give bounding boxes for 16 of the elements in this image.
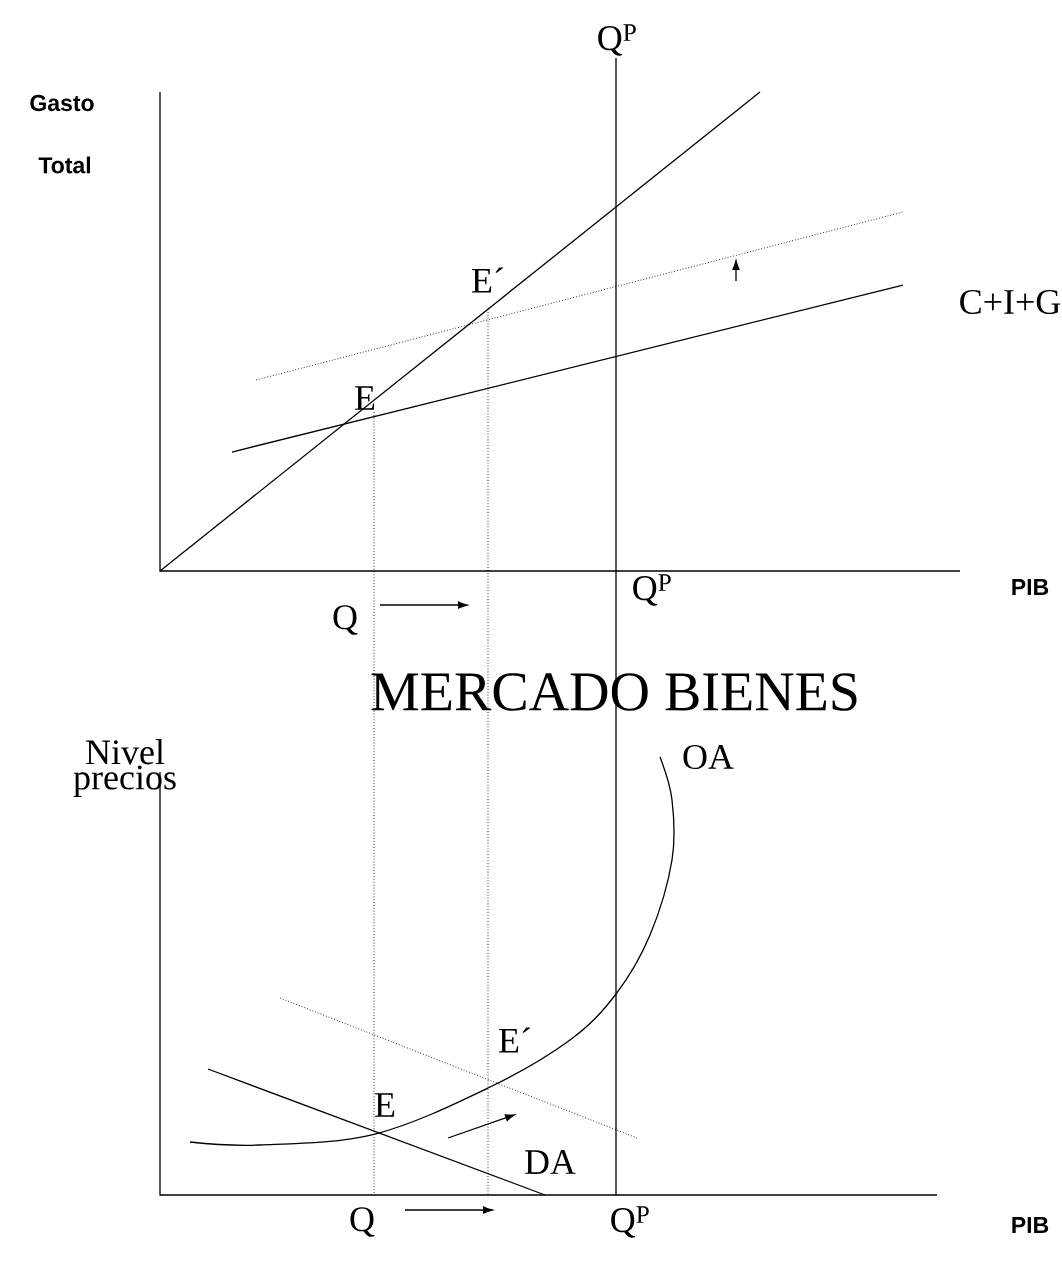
curve-label: C+I+G: [960, 289, 1061, 315]
axis-label: Total: [38, 156, 90, 174]
point-label: E: [355, 386, 375, 410]
axis-label: Gasto: [30, 94, 94, 112]
curve-label: OA: [683, 744, 734, 770]
axis-label: Q$^{P}$: [633, 574, 671, 606]
axis-label: PIB: [1012, 579, 1049, 595]
axis-label: Q$^{P}$: [611, 1206, 649, 1238]
point-label: E´: [472, 267, 503, 293]
point-label: E: [375, 1093, 395, 1117]
point-label: E´: [499, 1027, 530, 1053]
axis-label: PIB: [1012, 1217, 1049, 1233]
axis-label: Q$^{P}$: [598, 24, 636, 56]
curve-label: DA: [525, 1150, 576, 1174]
axis-label: Q: [333, 605, 358, 635]
axis-label: Q: [350, 1207, 375, 1237]
